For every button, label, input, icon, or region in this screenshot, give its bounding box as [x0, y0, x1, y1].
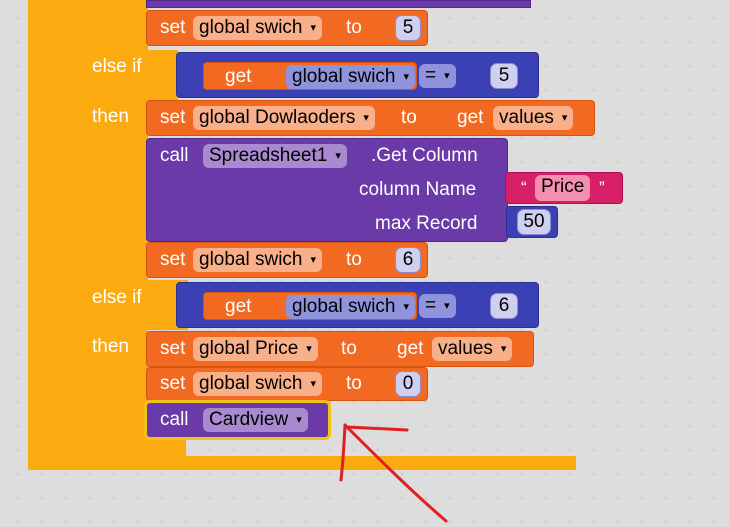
chevron-down-icon: ▾: [310, 22, 317, 34]
set-keyword: set: [160, 338, 186, 359]
call-spreadsheet-block[interactable]: call Spreadsheet1 ▾ .Get Column column N…: [146, 138, 508, 242]
number-value[interactable]: 50: [517, 209, 551, 235]
if-block-bottom: [28, 456, 576, 470]
to-keyword: to: [346, 17, 362, 38]
component-dropdown[interactable]: Spreadsheet1 ▾: [203, 144, 347, 168]
compare-block-2[interactable]: get global swich ▾ = ▾ 6: [176, 282, 539, 328]
set-swich-6-block[interactable]: set global swich ▾ to 6: [146, 242, 428, 278]
operator: =: [425, 65, 437, 86]
source-dropdown[interactable]: values ▾: [493, 106, 574, 130]
call-keyword: call: [160, 145, 189, 166]
variable-name: global Dowlaoders: [199, 107, 356, 128]
else-if-label: else if: [92, 56, 142, 77]
variable-dropdown[interactable]: global swich ▾: [286, 295, 416, 319]
text-block[interactable]: “ Price ”: [505, 172, 623, 204]
to-keyword: to: [401, 107, 417, 128]
operator: =: [425, 295, 437, 316]
get-keyword: get: [225, 296, 252, 317]
to-keyword: to: [346, 373, 362, 394]
chevron-down-icon: ▾: [403, 71, 410, 83]
component-name: Cardview: [209, 409, 289, 430]
set-keyword: set: [160, 17, 186, 38]
set-swich-0-block[interactable]: set global swich ▾ to 0: [146, 367, 428, 401]
compare-block-1[interactable]: get global swich ▾ = ▾ 5: [176, 52, 539, 98]
variable-name: global swich: [292, 296, 396, 317]
get-keyword: get: [457, 107, 484, 128]
inner-if-frame[interactable]: [80, 0, 148, 458]
set-keyword: set: [160, 249, 186, 270]
chevron-down-icon: ▾: [363, 112, 369, 124]
component-dropdown[interactable]: Cardview ▾: [203, 408, 308, 432]
variable-dropdown[interactable]: global Price ▾: [193, 337, 318, 361]
to-keyword: to: [341, 338, 357, 359]
operator-dropdown[interactable]: = ▾: [419, 64, 456, 88]
source-name: values: [438, 338, 493, 359]
get-keyword: get: [397, 338, 424, 359]
then-label: then: [92, 106, 129, 127]
chevron-down-icon: ▾: [306, 343, 312, 355]
method-name: .Get Column: [371, 145, 478, 166]
variable-name: global Price: [199, 338, 299, 359]
source-dropdown[interactable]: values ▾: [432, 337, 513, 361]
chevron-down-icon: ▾: [444, 300, 450, 312]
number-value[interactable]: 0: [395, 371, 421, 397]
chevron-down-icon: ▾: [335, 150, 341, 162]
variable-dropdown[interactable]: global swich ▾: [193, 372, 323, 396]
variable-name: global swich: [199, 17, 303, 38]
source-name: values: [499, 107, 554, 128]
column-name-label: column Name: [359, 179, 477, 200]
variable-name: global swich: [292, 66, 396, 87]
operator-dropdown[interactable]: = ▾: [419, 294, 456, 318]
close-quote: ”: [599, 178, 605, 197]
chevron-down-icon: ▾: [444, 70, 450, 82]
set-dowloaders-block[interactable]: set global Dowlaoders ▾ to get values ▾: [146, 100, 595, 136]
number-value[interactable]: 5: [490, 63, 518, 89]
to-keyword: to: [346, 249, 362, 270]
max-record-label: max Record: [375, 213, 478, 234]
variable-name: global swich: [199, 373, 303, 394]
number-value[interactable]: 5: [395, 15, 421, 41]
inner-if-bottom: [80, 440, 186, 458]
chevron-down-icon: ▾: [310, 378, 317, 390]
number-value[interactable]: 6: [395, 247, 421, 273]
get-swich-block[interactable]: get global swich ▾: [203, 292, 417, 320]
chevron-down-icon: ▾: [561, 112, 568, 124]
number-value[interactable]: 6: [490, 293, 518, 319]
variable-dropdown[interactable]: global swich ▾: [193, 16, 323, 40]
chevron-down-icon: ▾: [500, 343, 507, 355]
if-block-frame[interactable]: [28, 0, 80, 470]
chevron-down-icon: ▾: [296, 414, 302, 426]
variable-name: global swich: [199, 249, 303, 270]
call-cardview-block[interactable]: call Cardview ▾: [144, 400, 331, 440]
get-swich-block[interactable]: get global swich ▾: [203, 62, 417, 90]
component-name: Spreadsheet1: [209, 145, 328, 166]
text-value[interactable]: Price: [535, 175, 591, 201]
chevron-down-icon: ▾: [310, 254, 317, 266]
call-keyword: call: [160, 409, 189, 430]
else-if-label: else if: [92, 287, 142, 308]
variable-dropdown[interactable]: global swich ▾: [286, 65, 416, 89]
variable-dropdown[interactable]: global swich ▾: [193, 248, 323, 272]
inner-if-arm-1: [148, 50, 178, 100]
set-swich-5-block[interactable]: set global swich ▾ to 5: [146, 10, 428, 46]
set-price-block[interactable]: set global Price ▾ to get values ▾: [146, 331, 534, 367]
set-keyword: set: [160, 107, 186, 128]
open-quote: “: [521, 178, 527, 197]
set-keyword: set: [160, 373, 186, 394]
get-keyword: get: [225, 66, 252, 87]
variable-dropdown[interactable]: global Dowlaoders ▾: [193, 106, 375, 130]
then-label: then: [92, 336, 129, 357]
chevron-down-icon: ▾: [403, 301, 410, 313]
number-block[interactable]: 50: [506, 206, 558, 238]
cutoff-block: [146, 0, 531, 8]
